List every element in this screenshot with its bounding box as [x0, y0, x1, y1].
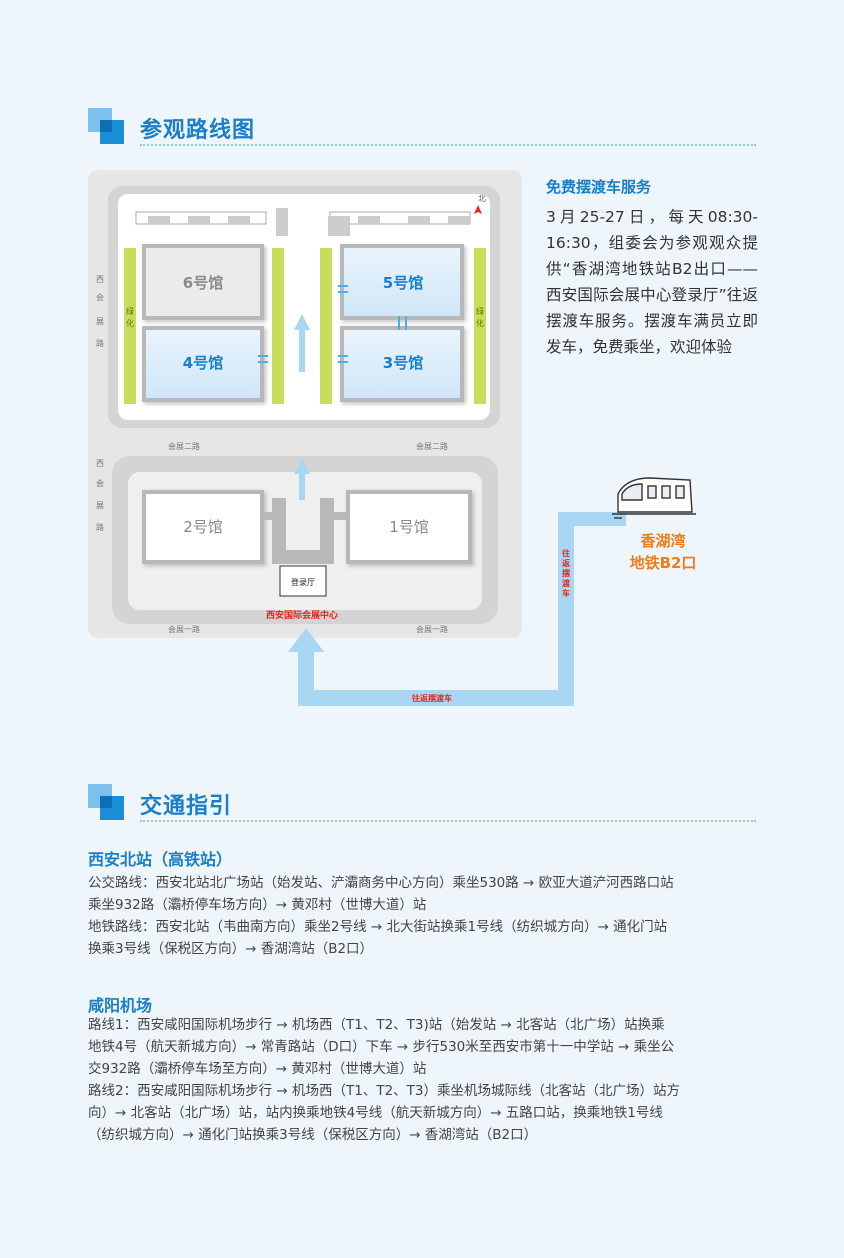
- airport-title: 咸阳机场: [88, 996, 153, 1015]
- hall-connectors: [258, 285, 407, 363]
- section-title: 交通指引: [140, 794, 233, 819]
- west-road-label-upper: 西 会 展 路: [96, 275, 104, 348]
- route-line: 换乘3号线（保税区方向）→ 香湖湾站（B2口）: [88, 941, 374, 957]
- dotted-divider: [140, 820, 756, 822]
- west-road-label-lower: 西 会 展 路: [96, 459, 104, 532]
- route-line: 公交路线：西安北站北广场站（始发站、浐灞商务中心方向）乘坐530路 → 欧亚大道…: [88, 875, 674, 891]
- north-building-block: [148, 216, 170, 224]
- section-header-transport: 交通指引: [88, 784, 756, 824]
- north-building-block: [448, 216, 470, 224]
- north-gate-post: [276, 208, 288, 236]
- header-square-overlap: [100, 796, 112, 808]
- north-building-block: [228, 216, 250, 224]
- section-header-route-map: 参观路线图: [88, 108, 756, 148]
- svg-text:展: 展: [96, 501, 104, 510]
- route-line: 向）→ 北客站（北广场）站，站内换乘地铁4号线（航天新城方向）→ 五路口站，换乘…: [88, 1105, 663, 1121]
- hall-3: 3号馆: [340, 326, 464, 402]
- greenbelt-right-outer: [474, 248, 486, 404]
- svg-text:展: 展: [96, 317, 104, 326]
- hall-2: 2号馆: [142, 490, 264, 564]
- north-building-block: [358, 216, 380, 224]
- walk-arrow-to-north: [294, 458, 310, 500]
- route-line: 交932路（灞桥停车场至方向）→ 黄邓村（世博大道）站: [88, 1061, 427, 1077]
- hall-4: 4号馆: [142, 326, 264, 402]
- route-line: 地铁路线：西安北站（韦曲南方向）乘坐2号线 → 北大街站换乘1号线（纺织城方向）…: [88, 919, 668, 935]
- metro-label-line2: 地铁B2口: [630, 554, 697, 572]
- hall-2-label: 2号馆: [183, 518, 223, 536]
- svg-text:路: 路: [96, 522, 104, 532]
- header-square-overlap: [100, 120, 112, 132]
- compass-arrow-icon: [474, 205, 482, 214]
- corridor-link: [262, 512, 274, 520]
- svg-text:返: 返: [562, 558, 570, 568]
- hall-5-label: 5号馆: [383, 274, 423, 292]
- lobby-label: 登录厅: [291, 577, 315, 587]
- greenbelt-label: 化: [126, 318, 134, 328]
- svg-text:往: 往: [562, 548, 570, 558]
- section-title: 参观路线图: [140, 118, 256, 143]
- shuttle-route: [288, 512, 626, 706]
- shuttle-route-vertical-label: 往 返 摆 渡 车: [562, 548, 571, 598]
- hall-6-label: 6号馆: [183, 274, 223, 292]
- walk-arrow-north: [294, 314, 310, 372]
- route-line: 路线1：西安咸阳国际机场步行 → 机场西（T1、T2、T3)站（始发站 → 北客…: [88, 1017, 665, 1033]
- road-label: 会展二路: [168, 441, 200, 451]
- hall-5: 5号馆: [340, 244, 464, 320]
- route-map: 北 绿 化 绿 化 6号馆 4号馆 5号馆 3号馆 会展二路 会展二路 会展一路: [88, 170, 697, 706]
- metro-train-icon: [612, 477, 696, 519]
- north-building-block: [408, 216, 430, 224]
- airport-routes: 路线1：西安咸阳国际机场步行 → 机场西（T1、T2、T3)站（始发站 → 北客…: [88, 1014, 760, 1146]
- road-label: 会展一路: [416, 624, 448, 634]
- route-line: （纺织城方向）→ 通化门站换乘3号线（保税区方向）→ 香湖湾站（B2口）: [88, 1127, 538, 1143]
- greenbelt-label: 绿: [476, 307, 484, 316]
- shuttle-title: 免费摆渡车服务: [546, 178, 652, 196]
- north-station-title: 西安北站（高铁站）: [88, 850, 233, 869]
- route-line: 路线2：西安咸阳国际机场步行 → 机场西（T1、T2、T3）乘坐机场城际线（北客…: [88, 1083, 680, 1099]
- svg-text:摆: 摆: [562, 568, 570, 578]
- route-line: 地铁4号（航天新城方向）→ 常青路站（D口）下车 → 步行530米至西安市第十一…: [88, 1039, 675, 1055]
- north-station-routes: 公交路线：西安北站北广场站（始发站、浐灞商务中心方向）乘坐530路 → 欧亚大道…: [88, 872, 760, 960]
- metro-label-line1: 香湖湾: [640, 532, 685, 550]
- corridor: [272, 498, 334, 564]
- center-name: 西安国际会展中心: [266, 609, 338, 621]
- svg-text:西: 西: [96, 275, 104, 284]
- lobby-box: [279, 565, 327, 597]
- svg-text:会: 会: [96, 292, 104, 302]
- shuttle-route-horizontal-label: 往返摆渡车: [412, 693, 452, 703]
- hall-3-label: 3号馆: [383, 354, 423, 372]
- north-building-block: [328, 216, 350, 236]
- svg-text:车: 车: [562, 588, 570, 598]
- greenbelt-label: 绿: [126, 307, 134, 316]
- greenbelt-right-inner: [320, 248, 332, 404]
- svg-text:渡: 渡: [562, 578, 571, 588]
- road-label: 会展一路: [168, 624, 200, 634]
- shuttle-body: 3月25-27日，每天08:30-16:30，组委会为参观观众提供“香湖湾地铁站…: [546, 208, 758, 356]
- svg-text:路: 路: [96, 338, 104, 348]
- greenbelt-left-inner: [272, 248, 284, 404]
- compass-label: 北: [478, 194, 486, 203]
- hall-1: 1号馆: [346, 490, 472, 564]
- dotted-divider: [140, 144, 756, 146]
- svg-text:会: 会: [96, 478, 104, 488]
- hall-4-label: 4号馆: [183, 354, 223, 372]
- north-building-block: [188, 216, 210, 224]
- route-line: 乘坐932路（灞桥停车场方向）→ 黄邓村（世博大道）站: [88, 897, 427, 913]
- hall-1-label: 1号馆: [389, 518, 429, 536]
- greenbelt-label: 化: [476, 318, 484, 328]
- corridor-link: [334, 512, 348, 520]
- greenbelt-left-outer: [124, 248, 136, 404]
- svg-text:西: 西: [96, 459, 104, 468]
- hall-6: 6号馆: [142, 244, 264, 320]
- road-label: 会展二路: [416, 441, 448, 451]
